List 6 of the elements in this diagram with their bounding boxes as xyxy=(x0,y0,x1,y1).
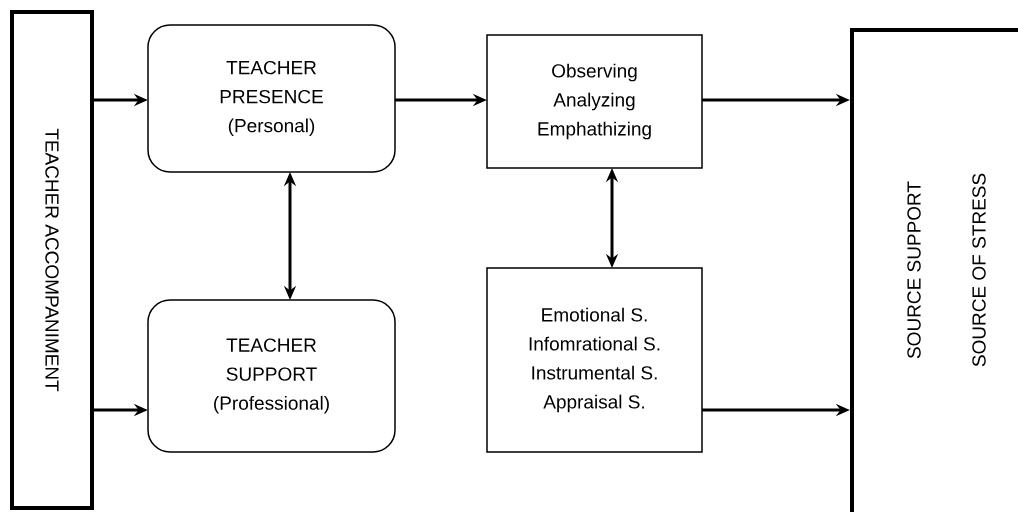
process-box: TEACHER ACCOMPANIMENT xyxy=(10,10,94,510)
process-box: Emotional S. Infomrational S. Instrumental S. Appraisal S. xyxy=(486,267,703,453)
open-box: SOURCE SUPPORT SOURCE OF STRESS xyxy=(850,28,1018,512)
rounded-box: TEACHER PRESENCE (Personal) xyxy=(147,24,396,173)
rounded-box: TEACHER SUPPORT (Professional) xyxy=(147,299,396,453)
process-box: Observing Analyzing Emphathizing xyxy=(486,34,703,169)
